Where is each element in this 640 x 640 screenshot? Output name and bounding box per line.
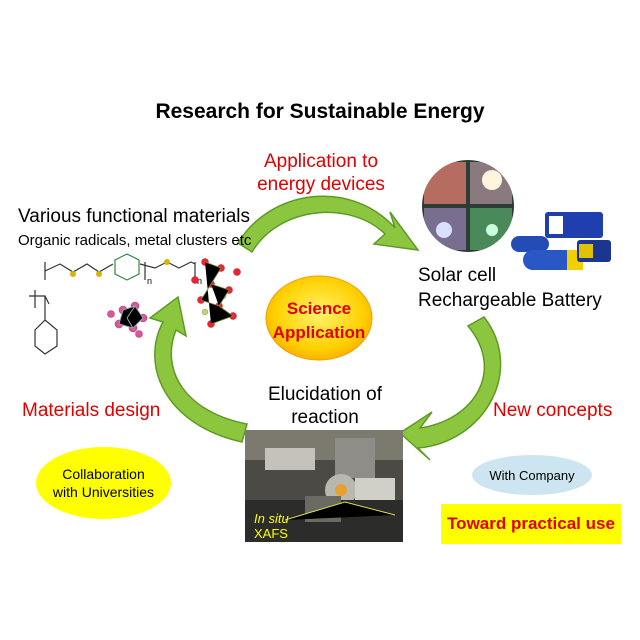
battery-image — [511, 212, 611, 270]
collaboration-universities-bubble: Collaboration with Universities — [36, 447, 171, 519]
arrow-application — [236, 195, 420, 254]
molecule-structures-icon: n n — [29, 253, 241, 355]
arrow-new-concepts — [398, 316, 502, 461]
solar-cell-image — [422, 160, 514, 252]
xafs-experiment-image — [245, 430, 403, 542]
xafs-label-line: XAFS — [254, 526, 288, 541]
materials-design-label: Materials design — [22, 400, 161, 421]
center-bubble-shape — [265, 275, 373, 361]
functional-materials-heading: Various functional materials — [18, 206, 250, 227]
polymer-label-n: n — [147, 276, 152, 286]
xafs-label-line: In situ — [254, 511, 289, 526]
label-line: Application to — [263, 151, 379, 172]
center-line: Science — [286, 299, 352, 318]
diagram-title: Research for Sustainable Energy — [155, 100, 485, 123]
label-line: energy devices — [257, 174, 385, 195]
arrow-materials-design — [148, 295, 248, 443]
center-bubble-text: Science Application — [263, 297, 375, 345]
collab-line: with Universities — [52, 484, 155, 500]
center-line: Application — [272, 323, 366, 342]
solar-cell-label: Solar cell — [418, 265, 497, 286]
toward-practical-use-box: Toward practical use — [441, 504, 621, 544]
polymer-label-n: n — [197, 276, 202, 286]
label-application-to-energy-devices: Application to energy devices — [236, 150, 406, 196]
collab-line: Collaboration — [62, 466, 145, 482]
rechargeable-battery-label: Rechargeable Battery — [418, 290, 602, 311]
new-concepts-label: New concepts — [493, 400, 613, 421]
with-company-bubble: With Company — [472, 455, 592, 495]
xafs-label: In situ XAFS — [254, 511, 289, 541]
label-line: Elucidation of — [267, 384, 383, 405]
functional-materials-sub: Organic radicals, metal clusters etc — [18, 232, 252, 249]
